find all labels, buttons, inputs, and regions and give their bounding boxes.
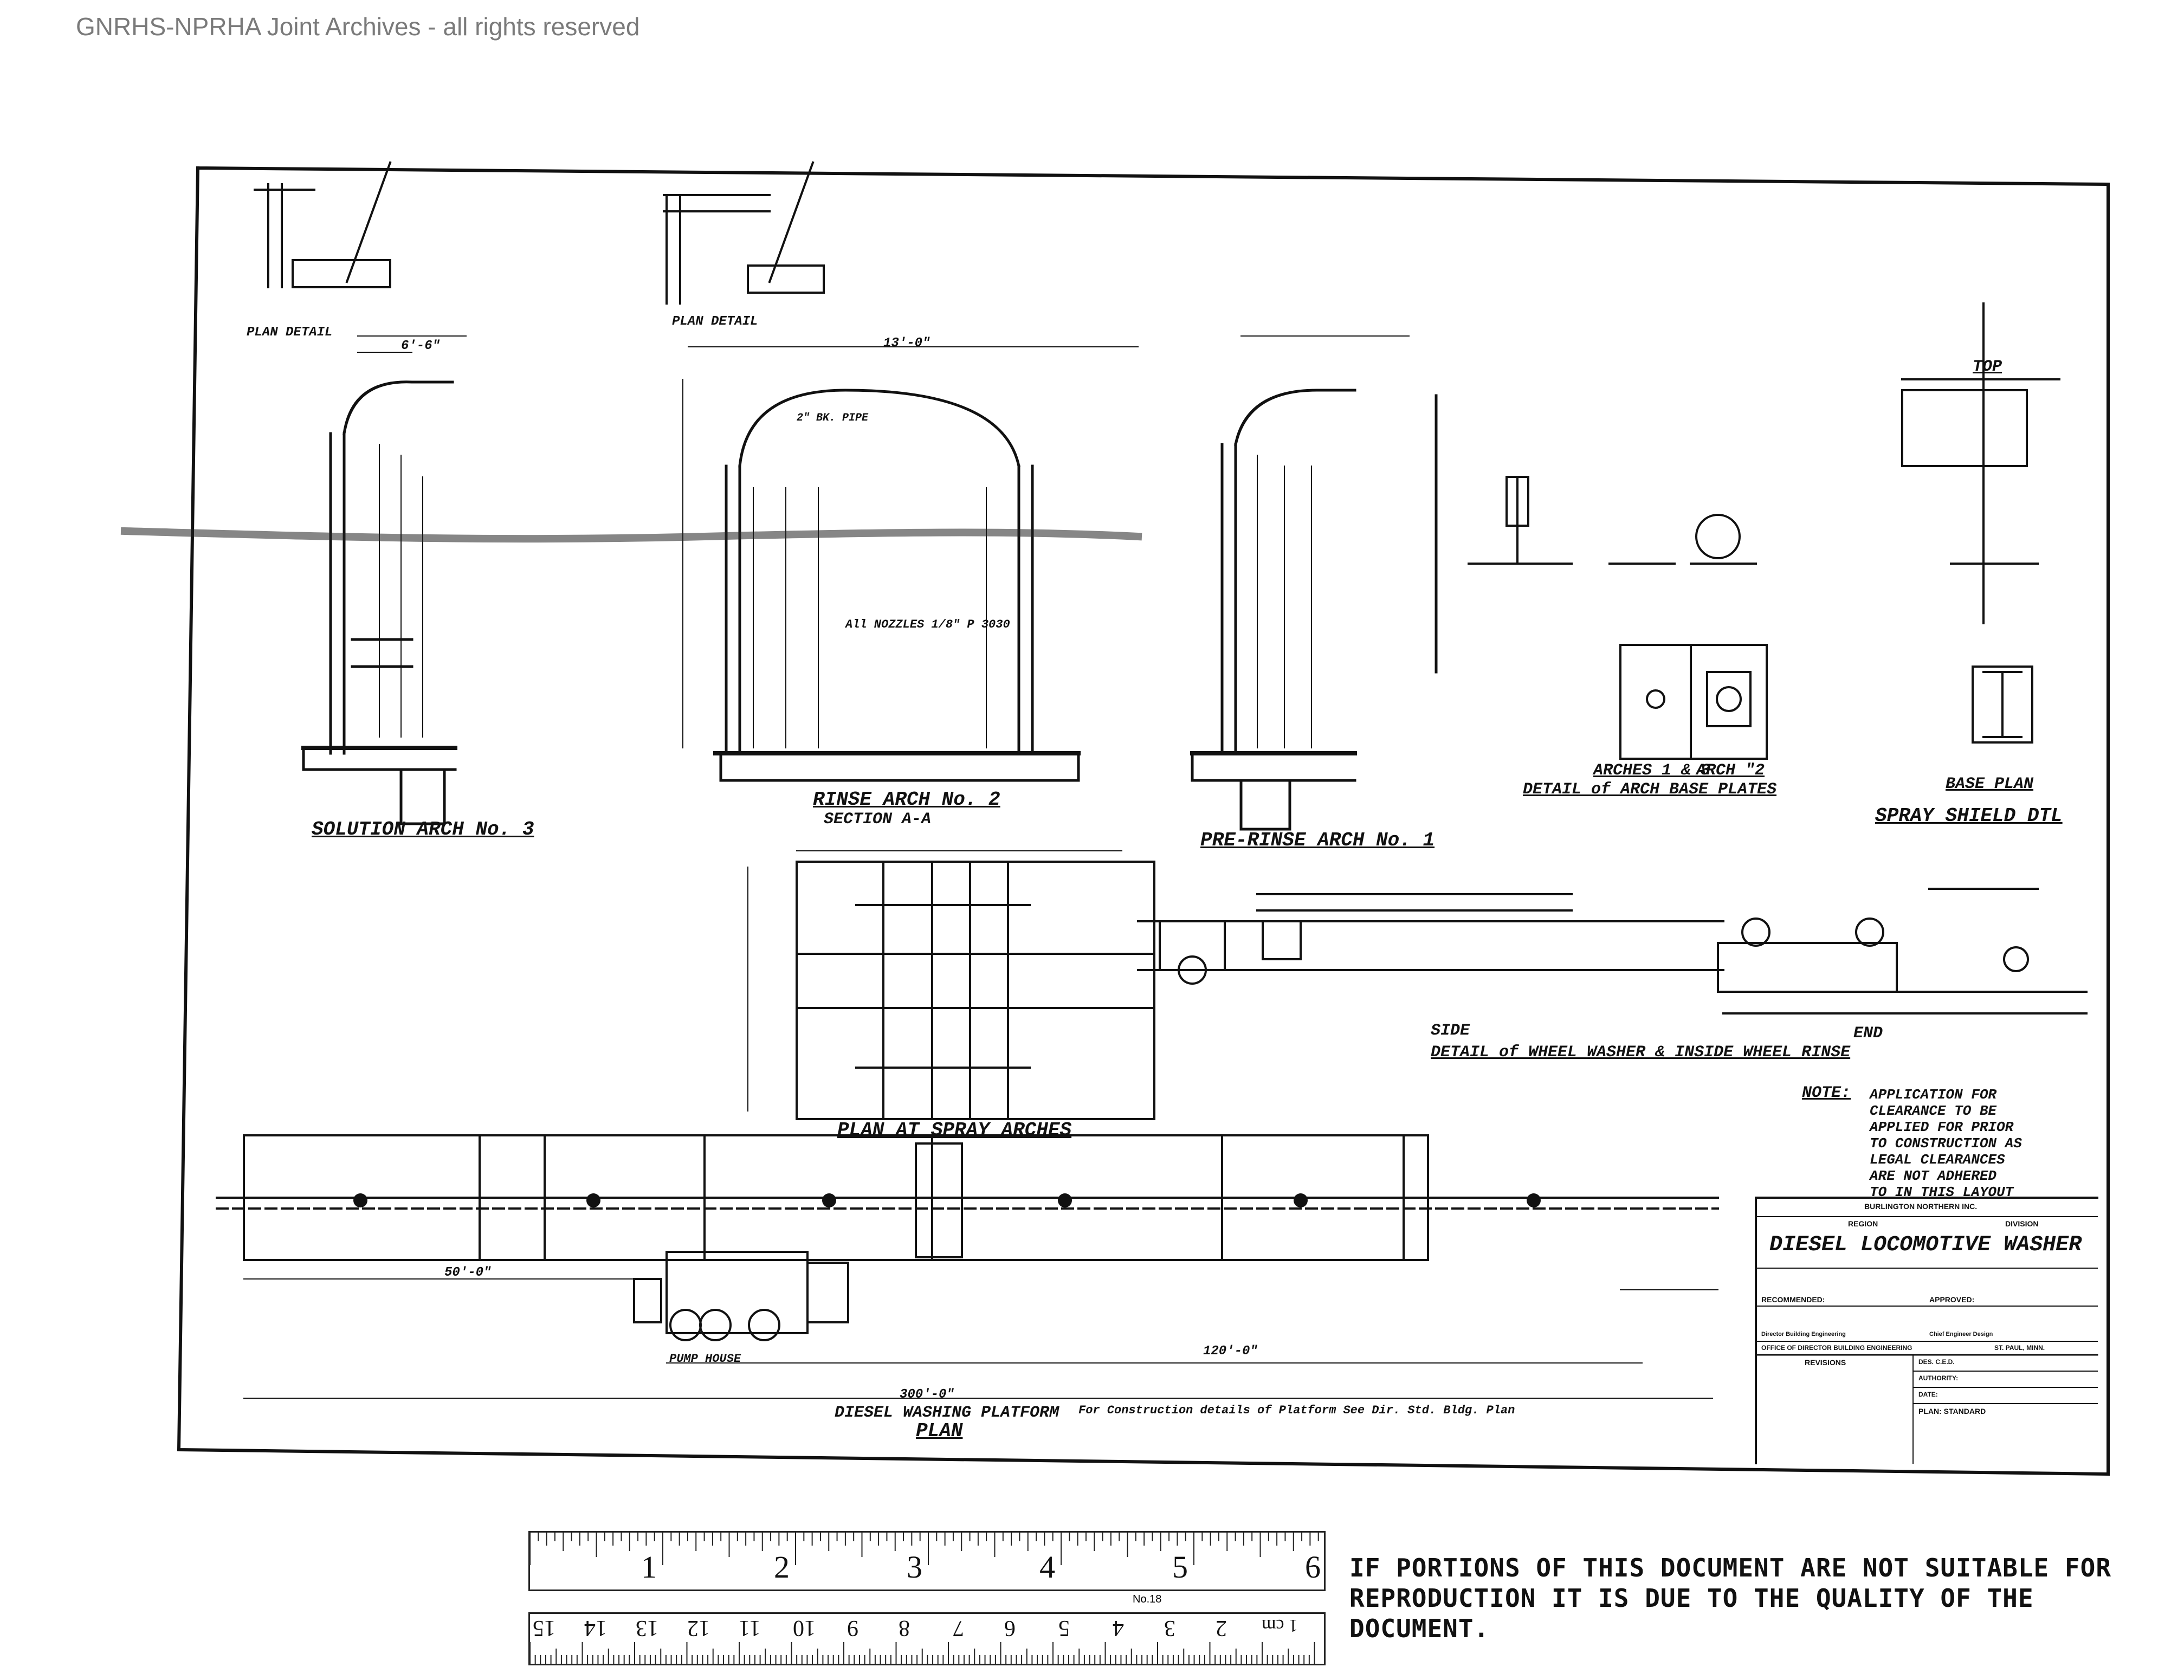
note-heading: NOTE:: [1802, 1084, 1851, 1102]
cm-mark: 14: [584, 1616, 607, 1640]
inch-mark: 4: [1039, 1549, 1055, 1585]
note-line: APPLICATION FOR: [1870, 1087, 1997, 1103]
dim-120ft: 120'-0": [1203, 1344, 1258, 1359]
cm-mark: 4: [1113, 1616, 1124, 1640]
inch-ruler: 1 2 3 4 5 6: [528, 1531, 1326, 1591]
tb-revisions: REVISIONS: [1805, 1358, 1846, 1367]
spray-shield-label: SPRAY SHIELD DTL: [1875, 805, 2063, 827]
rinse-arch-label: RINSE ARCH No. 2: [813, 789, 1000, 811]
tb-region: REGION: [1848, 1219, 1878, 1228]
top-view-label: TOP: [1973, 358, 2002, 376]
tb-company: BURLINGTON NORTHERN INC.: [1864, 1202, 1978, 1211]
tb-title: DIESEL LOCOMOTIVE WASHER: [1769, 1233, 2082, 1257]
tb-city: ST. PAUL, MINN.: [1994, 1344, 2045, 1352]
plan-at-spray-arches-label: PLAN AT SPRAY ARCHES: [837, 1119, 1072, 1141]
platform-title-label: DIESEL WASHING PLATFORM: [835, 1404, 1059, 1422]
tb-director: Director Building Engineering: [1761, 1331, 1846, 1337]
arch-2-label: ARCH "2: [1696, 761, 1765, 780]
tb-recommended: RECOMMENDED:: [1761, 1295, 1825, 1304]
base-plan-label: BASE PLAN: [1946, 775, 2034, 793]
dim-50ft: 50'-0": [444, 1265, 492, 1280]
note-line: ARE NOT ADHERED: [1870, 1168, 1997, 1184]
cm-mark: 13: [636, 1616, 658, 1640]
platform-plan-label: PLAN: [916, 1420, 963, 1442]
cm-mark: 10: [793, 1616, 816, 1640]
arch-base-plates-label: DETAIL of ARCH BASE PLATES: [1523, 780, 1777, 799]
inch-mark: 6: [1305, 1549, 1321, 1585]
arches-1-3-label: ARCHES 1 & 3: [1593, 761, 1711, 780]
cm-mark: 2: [1216, 1616, 1227, 1640]
inch-ruler-ticks: [530, 1533, 1319, 1565]
end-view-label: END: [1853, 1024, 1883, 1043]
cm-mark: 9: [847, 1616, 858, 1640]
cm-mark: 1 cm: [1262, 1616, 1298, 1636]
section-label: SECTION A-A: [824, 810, 932, 829]
tb-drawn: DES. C.E.D.: [1918, 1358, 1955, 1366]
pipe-note: 2" BK. PIPE: [797, 412, 869, 424]
tb-division: DIVISION: [2005, 1219, 2039, 1228]
cm-mark: 5: [1058, 1616, 1070, 1640]
platform-note-label: For Construction details of Platform See…: [1078, 1404, 1515, 1417]
cm-mark: 15: [533, 1616, 555, 1640]
cm-mark: 8: [899, 1616, 910, 1640]
inch-mark: 5: [1172, 1549, 1188, 1585]
cm-mark: 11: [739, 1616, 761, 1640]
tb-authority: AUTHORITY:: [1918, 1374, 1959, 1382]
tb-chief: Chief Engineer Design: [1929, 1331, 1993, 1337]
tb-plan: PLAN: STANDARD: [1918, 1407, 1986, 1416]
note-line: CLEARANCE TO BE: [1870, 1103, 1997, 1119]
wheel-washer-label: DETAIL of WHEEL WASHER & INSIDE WHEEL RI…: [1431, 1043, 1851, 1062]
inch-mark: 1: [641, 1549, 657, 1585]
dim-300ft: 300'-0": [900, 1387, 954, 1402]
cm-mark: 3: [1164, 1616, 1175, 1640]
note-line: APPLIED FOR PRIOR: [1870, 1119, 2014, 1135]
cm-ruler-ticks: [530, 1642, 1315, 1664]
cm-mark: 6: [1004, 1616, 1016, 1640]
plan-detail-mid-label: PLAN DETAIL: [672, 314, 758, 329]
cm-mark: 7: [953, 1616, 964, 1640]
note-line: LEGAL CLEARANCES: [1870, 1152, 2005, 1168]
ruler-maker: No.18: [1133, 1593, 1162, 1605]
inch-mark: 3: [907, 1549, 922, 1585]
dim-13ft: 13'-0": [883, 336, 931, 351]
tb-approved: APPROVED:: [1929, 1295, 1975, 1304]
clearance-note: APPLICATION FOR CLEARANCE TO BE APPLIED …: [1870, 1087, 2022, 1200]
note-line: TO IN THIS LAYOUT: [1870, 1184, 2014, 1200]
side-view-label: SIDE: [1431, 1022, 1470, 1040]
pump-house-label: PUMP HOUSE: [669, 1352, 741, 1366]
cm-ruler: 15 14 13 12 11 10 9 8 7 6 5 4 3 2 1 cm: [528, 1612, 1326, 1665]
solution-arch-label: SOLUTION ARCH No. 3: [312, 818, 534, 841]
tb-date: DATE:: [1918, 1391, 1938, 1398]
nozzles-note: All NOZZLES 1/8" P 3030: [845, 618, 1010, 631]
archive-watermark: GNRHS-NPRHA Joint Archives - all rights …: [76, 12, 640, 41]
reproduction-notice: IF PORTIONS OF THIS DOCUMENT ARE NOT SUI…: [1349, 1553, 2112, 1643]
plan-detail-left-label: PLAN DETAIL: [247, 325, 333, 340]
cm-mark: 12: [687, 1616, 710, 1640]
tb-office: OFFICE OF DIRECTOR BUILDING ENGINEERING: [1761, 1344, 1912, 1352]
note-line: TO CONSTRUCTION AS: [1870, 1135, 2022, 1152]
pre-rinse-arch-label: PRE-RINSE ARCH No. 1: [1200, 829, 1435, 851]
dim-6ft6: 6'-6": [401, 339, 441, 353]
inch-mark: 2: [774, 1549, 790, 1585]
